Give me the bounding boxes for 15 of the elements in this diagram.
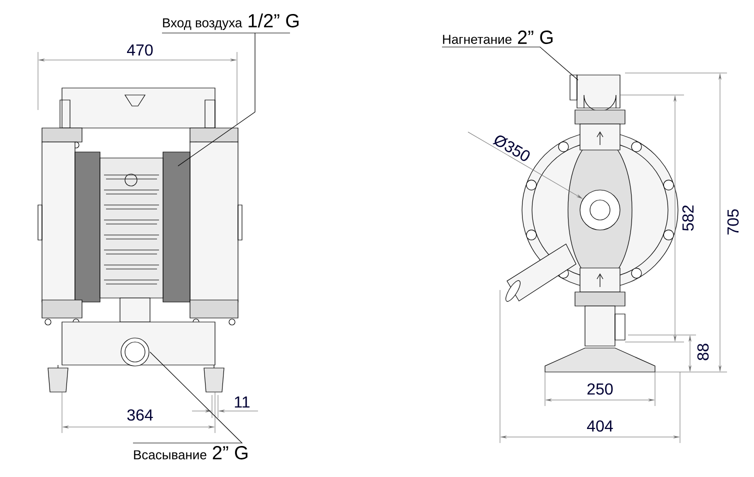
dimension-value: 88: [697, 344, 709, 360]
dimension-value: 470: [127, 44, 153, 56]
leader-line: [132, 352, 243, 444]
leader-line: [162, 32, 290, 166]
callout-label: Всасывание 2” G: [134, 446, 248, 460]
callout-label: Вход воздуха 1/2” G: [163, 14, 299, 30]
dimension-value: 705: [727, 209, 739, 235]
dimension-value: 404: [587, 420, 613, 432]
dimension-value: 11: [234, 396, 250, 408]
dimension-value: 250: [587, 383, 613, 395]
leader-line: [442, 46, 578, 80]
dimension-value: 582: [682, 205, 694, 231]
dimension-value: Ø350: [492, 136, 530, 161]
dimension-value: 364: [127, 409, 153, 421]
callout-label: Нагнетание 2” G: [443, 30, 553, 44]
